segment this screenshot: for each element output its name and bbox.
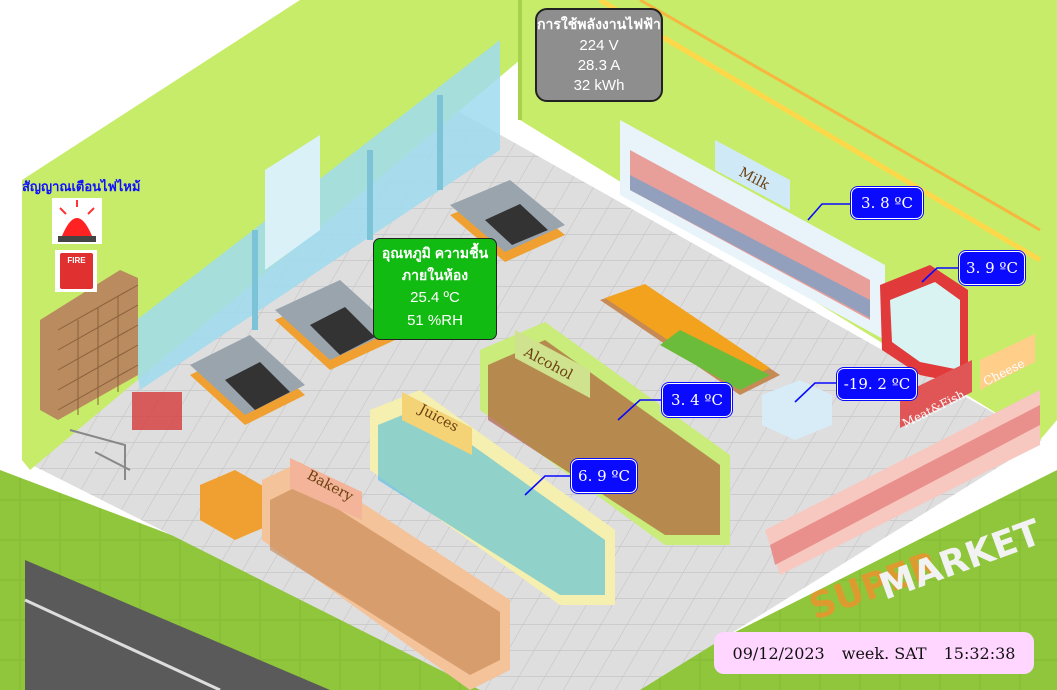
- room-climate-panel: อุณหภูมิ ความชื้น ภายในห้อง 25.4 ºC 51 %…: [373, 238, 497, 340]
- power-usage-panel: การใช้พลังงานไฟฟ้า 224 V 28.3 A 32 kWh: [535, 8, 663, 102]
- weekday-text: week. SAT: [841, 643, 927, 663]
- energy-value: 32 kWh: [573, 77, 625, 94]
- checkout-counters: [190, 180, 565, 425]
- room-climate-title: อุณหภูมิ ความชื้น ภายในห้อง: [374, 242, 496, 286]
- room-humidity: 51 %RH: [407, 312, 463, 329]
- drinks-fridge-temp: 3. 9 ºC: [959, 251, 1025, 285]
- fire-alarm-title: สัญญาณเตือนไฟไหม้: [22, 179, 141, 194]
- freezer-temp: -19. 2 ºC: [837, 368, 917, 400]
- room-title-line2: ภายในห้อง: [401, 267, 469, 283]
- road: [25, 560, 330, 690]
- power-usage-title: การใช้พลังงานไฟฟ้า: [537, 16, 661, 32]
- voltage-value: 224 V: [579, 37, 619, 54]
- fire-button-box: [60, 253, 93, 289]
- fire-button-label[interactable]: FIRE: [67, 256, 86, 265]
- milk-fridge-temp: 3. 8 ºC: [851, 187, 923, 219]
- room-temperature: 25.4 ºC: [410, 289, 460, 306]
- juices-fridge-temp: 6. 9 ºC: [571, 459, 637, 493]
- siren-icon: [62, 218, 92, 236]
- alcohol-fridge-temp: 3. 4 ºC: [662, 383, 732, 417]
- date-text: 09/12/2023: [732, 643, 825, 663]
- datetime-panel: 09/12/2023 week. SAT 15:32:38: [714, 632, 1034, 674]
- room-title-line1: อุณหภูมิ ความชื้น: [381, 245, 489, 261]
- current-value: 28.3 A: [577, 57, 621, 74]
- time-text: 15:32:38: [943, 643, 1016, 663]
